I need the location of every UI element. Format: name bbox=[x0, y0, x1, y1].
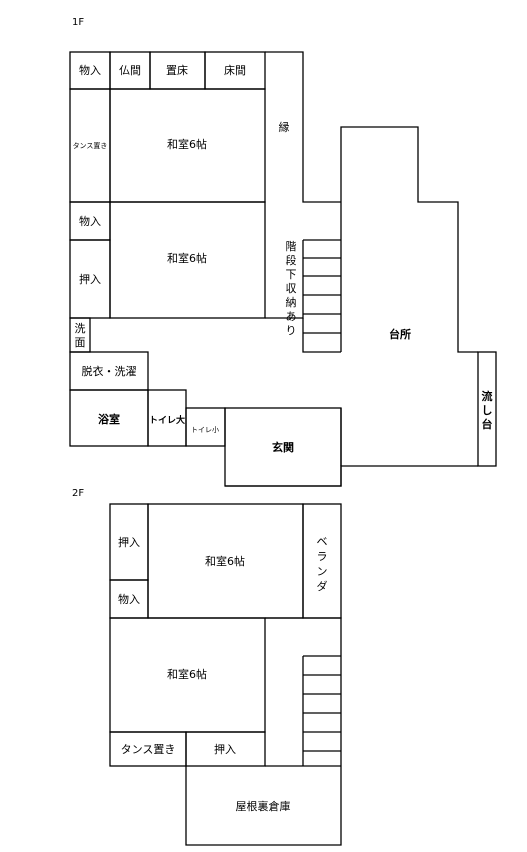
label-kaidan-vertical: 階 段 下 収 納 あ り bbox=[286, 239, 297, 337]
label-genkan: 玄関 bbox=[272, 440, 294, 454]
floor-1-labels: 物入 仏間 置床 床間 タンス置き 和室6帖 縁 物入 押入 和室6帖 階 段 … bbox=[73, 63, 493, 454]
svg-text:収: 収 bbox=[286, 282, 297, 295]
label-washitsu-1b: 和室6帖 bbox=[167, 251, 207, 265]
svg-text:あ: あ bbox=[286, 310, 297, 323]
svg-text:ベ: ベ bbox=[317, 535, 328, 548]
svg-text:下: 下 bbox=[286, 268, 297, 281]
label-yaneura: 屋根裏倉庫 bbox=[236, 799, 291, 813]
svg-text:ン: ン bbox=[317, 565, 328, 578]
svg-text:流: 流 bbox=[482, 389, 493, 403]
svg-text:面: 面 bbox=[75, 336, 86, 349]
floor-1-label: 1F bbox=[72, 17, 84, 28]
label-toilet-small: トイレ小 bbox=[191, 425, 219, 434]
room-washitsu-1b bbox=[109, 201, 266, 319]
svg-text:洗: 洗 bbox=[75, 322, 86, 335]
floor-2-labels: 押入 物入 和室6帖 ベ ラ ン ダ 和室6帖 タンス置き 押入 屋根裏倉庫 bbox=[118, 535, 328, 813]
label-butsuma: 仏間 bbox=[119, 64, 141, 77]
label-nagashi-vertical: 流 し 台 bbox=[482, 389, 493, 431]
svg-text:り: り bbox=[286, 324, 297, 337]
svg-text:段: 段 bbox=[286, 253, 297, 267]
label-en: 縁 bbox=[279, 120, 290, 134]
svg-text:台: 台 bbox=[482, 417, 493, 431]
label-tansu-2: タンス置き bbox=[121, 743, 176, 756]
label-oshiire: 押入 bbox=[79, 272, 101, 286]
floor-2-label: 2F bbox=[72, 488, 84, 499]
svg-text:納: 納 bbox=[286, 296, 297, 309]
room-oshiire-2bottom bbox=[185, 731, 266, 767]
label-tansu: タンス置き bbox=[73, 141, 108, 150]
floor-1-walls bbox=[69, 51, 497, 487]
label-monoire-top: 物入 bbox=[79, 63, 101, 77]
label-oshiire-2top: 押入 bbox=[118, 535, 140, 549]
label-monoire-2: 物入 bbox=[118, 592, 140, 606]
label-washitsu-2b: 和室6帖 bbox=[167, 667, 207, 681]
label-yokushitsu: 浴室 bbox=[98, 412, 120, 426]
svg-text:階: 階 bbox=[286, 239, 297, 253]
label-okidoko: 置床 bbox=[166, 63, 188, 77]
label-toilet-large: トイレ大 bbox=[149, 414, 185, 426]
room-daidokoro bbox=[340, 126, 478, 353]
room-en bbox=[265, 51, 341, 203]
room-nagashi bbox=[477, 351, 497, 467]
label-daidokoro: 台所 bbox=[389, 327, 411, 341]
label-washitsu-1a: 和室6帖 bbox=[167, 137, 207, 151]
label-oshiire-2bottom: 押入 bbox=[214, 742, 236, 756]
label-senmen-vertical: 洗 面 bbox=[75, 322, 86, 349]
label-washitsu-2a: 和室6帖 bbox=[205, 554, 245, 568]
label-monoire-mid: 物入 bbox=[79, 214, 101, 228]
floor-2-walls bbox=[109, 503, 342, 846]
label-datsui: 脱衣・洗濯 bbox=[82, 364, 137, 378]
svg-text:し: し bbox=[482, 404, 493, 417]
svg-text:ラ: ラ bbox=[317, 550, 328, 563]
label-veranda-vertical: ベ ラ ン ダ bbox=[317, 535, 328, 593]
svg-text:ダ: ダ bbox=[317, 579, 328, 593]
label-tokonoma: 床間 bbox=[224, 63, 246, 77]
